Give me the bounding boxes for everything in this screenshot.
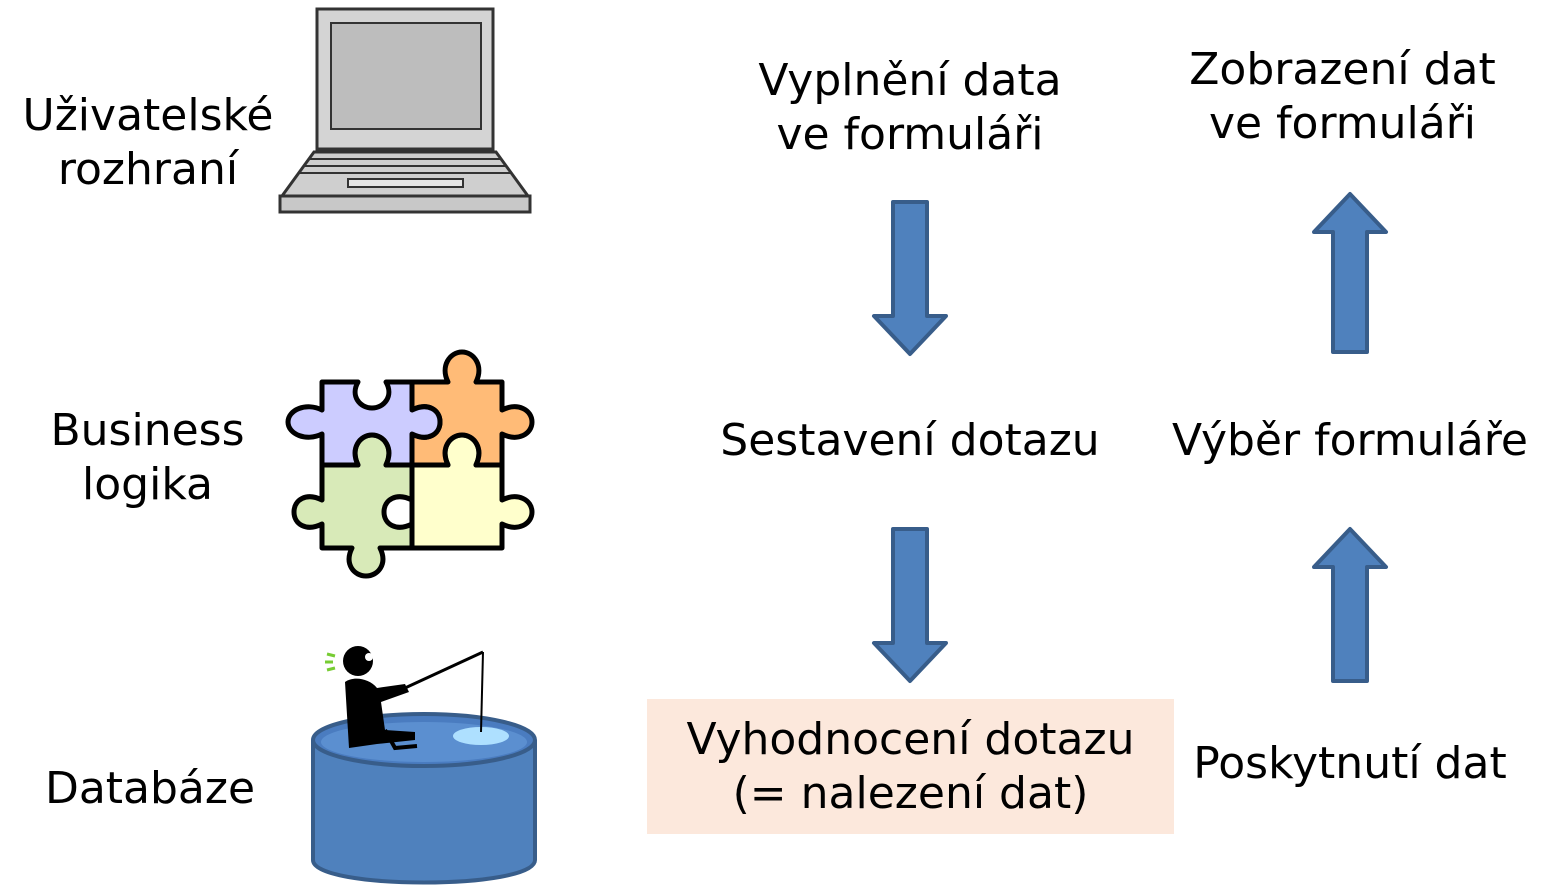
arrow-down-icon (872, 527, 948, 683)
response-step-select-form: Výběr formuláře (1150, 414, 1550, 468)
layer-label-database: Databáze (20, 762, 280, 816)
layer-label-business-line2: logika (82, 459, 213, 510)
request-step-build-query-line1: Sestavení dotazu (720, 415, 1100, 466)
database-fishing-icon (311, 646, 537, 885)
response-step-select-form-line1: Výběr formuláře (1172, 415, 1528, 466)
layer-label-business-line1: Business (50, 405, 245, 456)
request-step-evaluate-query-line1: Vyhodnocení dotazu (686, 714, 1135, 765)
laptop-icon (278, 7, 532, 214)
request-step-evaluate-query-line2: (= nalezení dat) (732, 768, 1089, 819)
layer-label-database-line1: Databáze (44, 763, 256, 814)
layer-label-ui-line2: rozhraní (57, 144, 239, 195)
arrow-up-icon (1312, 192, 1388, 354)
request-step-fill-form: Vyplnění data ve formuláři (700, 54, 1120, 162)
response-step-provide-data-line1: Poskytnutí dat (1193, 738, 1507, 789)
response-step-display-data-line1: Zobrazení dat (1189, 44, 1496, 95)
arrow-down-icon (872, 200, 948, 356)
request-step-evaluate-query: Vyhodnocení dotazu (= nalezení dat) (647, 713, 1174, 821)
layer-label-ui-line1: Uživatelské (22, 90, 274, 141)
layer-label-business: Business logika (20, 404, 275, 512)
arrow-up-icon (1312, 527, 1388, 683)
request-step-fill-form-line2: ve formuláři (776, 109, 1044, 160)
request-step-fill-form-line1: Vyplnění data (758, 55, 1062, 106)
response-step-display-data-line2: ve formuláři (1208, 98, 1477, 149)
puzzle-icon (285, 349, 535, 579)
response-step-provide-data: Poskytnutí dat (1160, 737, 1540, 791)
evaluation-highlight (647, 699, 1174, 834)
layer-label-ui: Uživatelské rozhraní (8, 89, 288, 197)
response-step-display-data: Zobrazení dat ve formuláři (1150, 43, 1535, 151)
request-step-build-query: Sestavení dotazu (690, 414, 1130, 468)
